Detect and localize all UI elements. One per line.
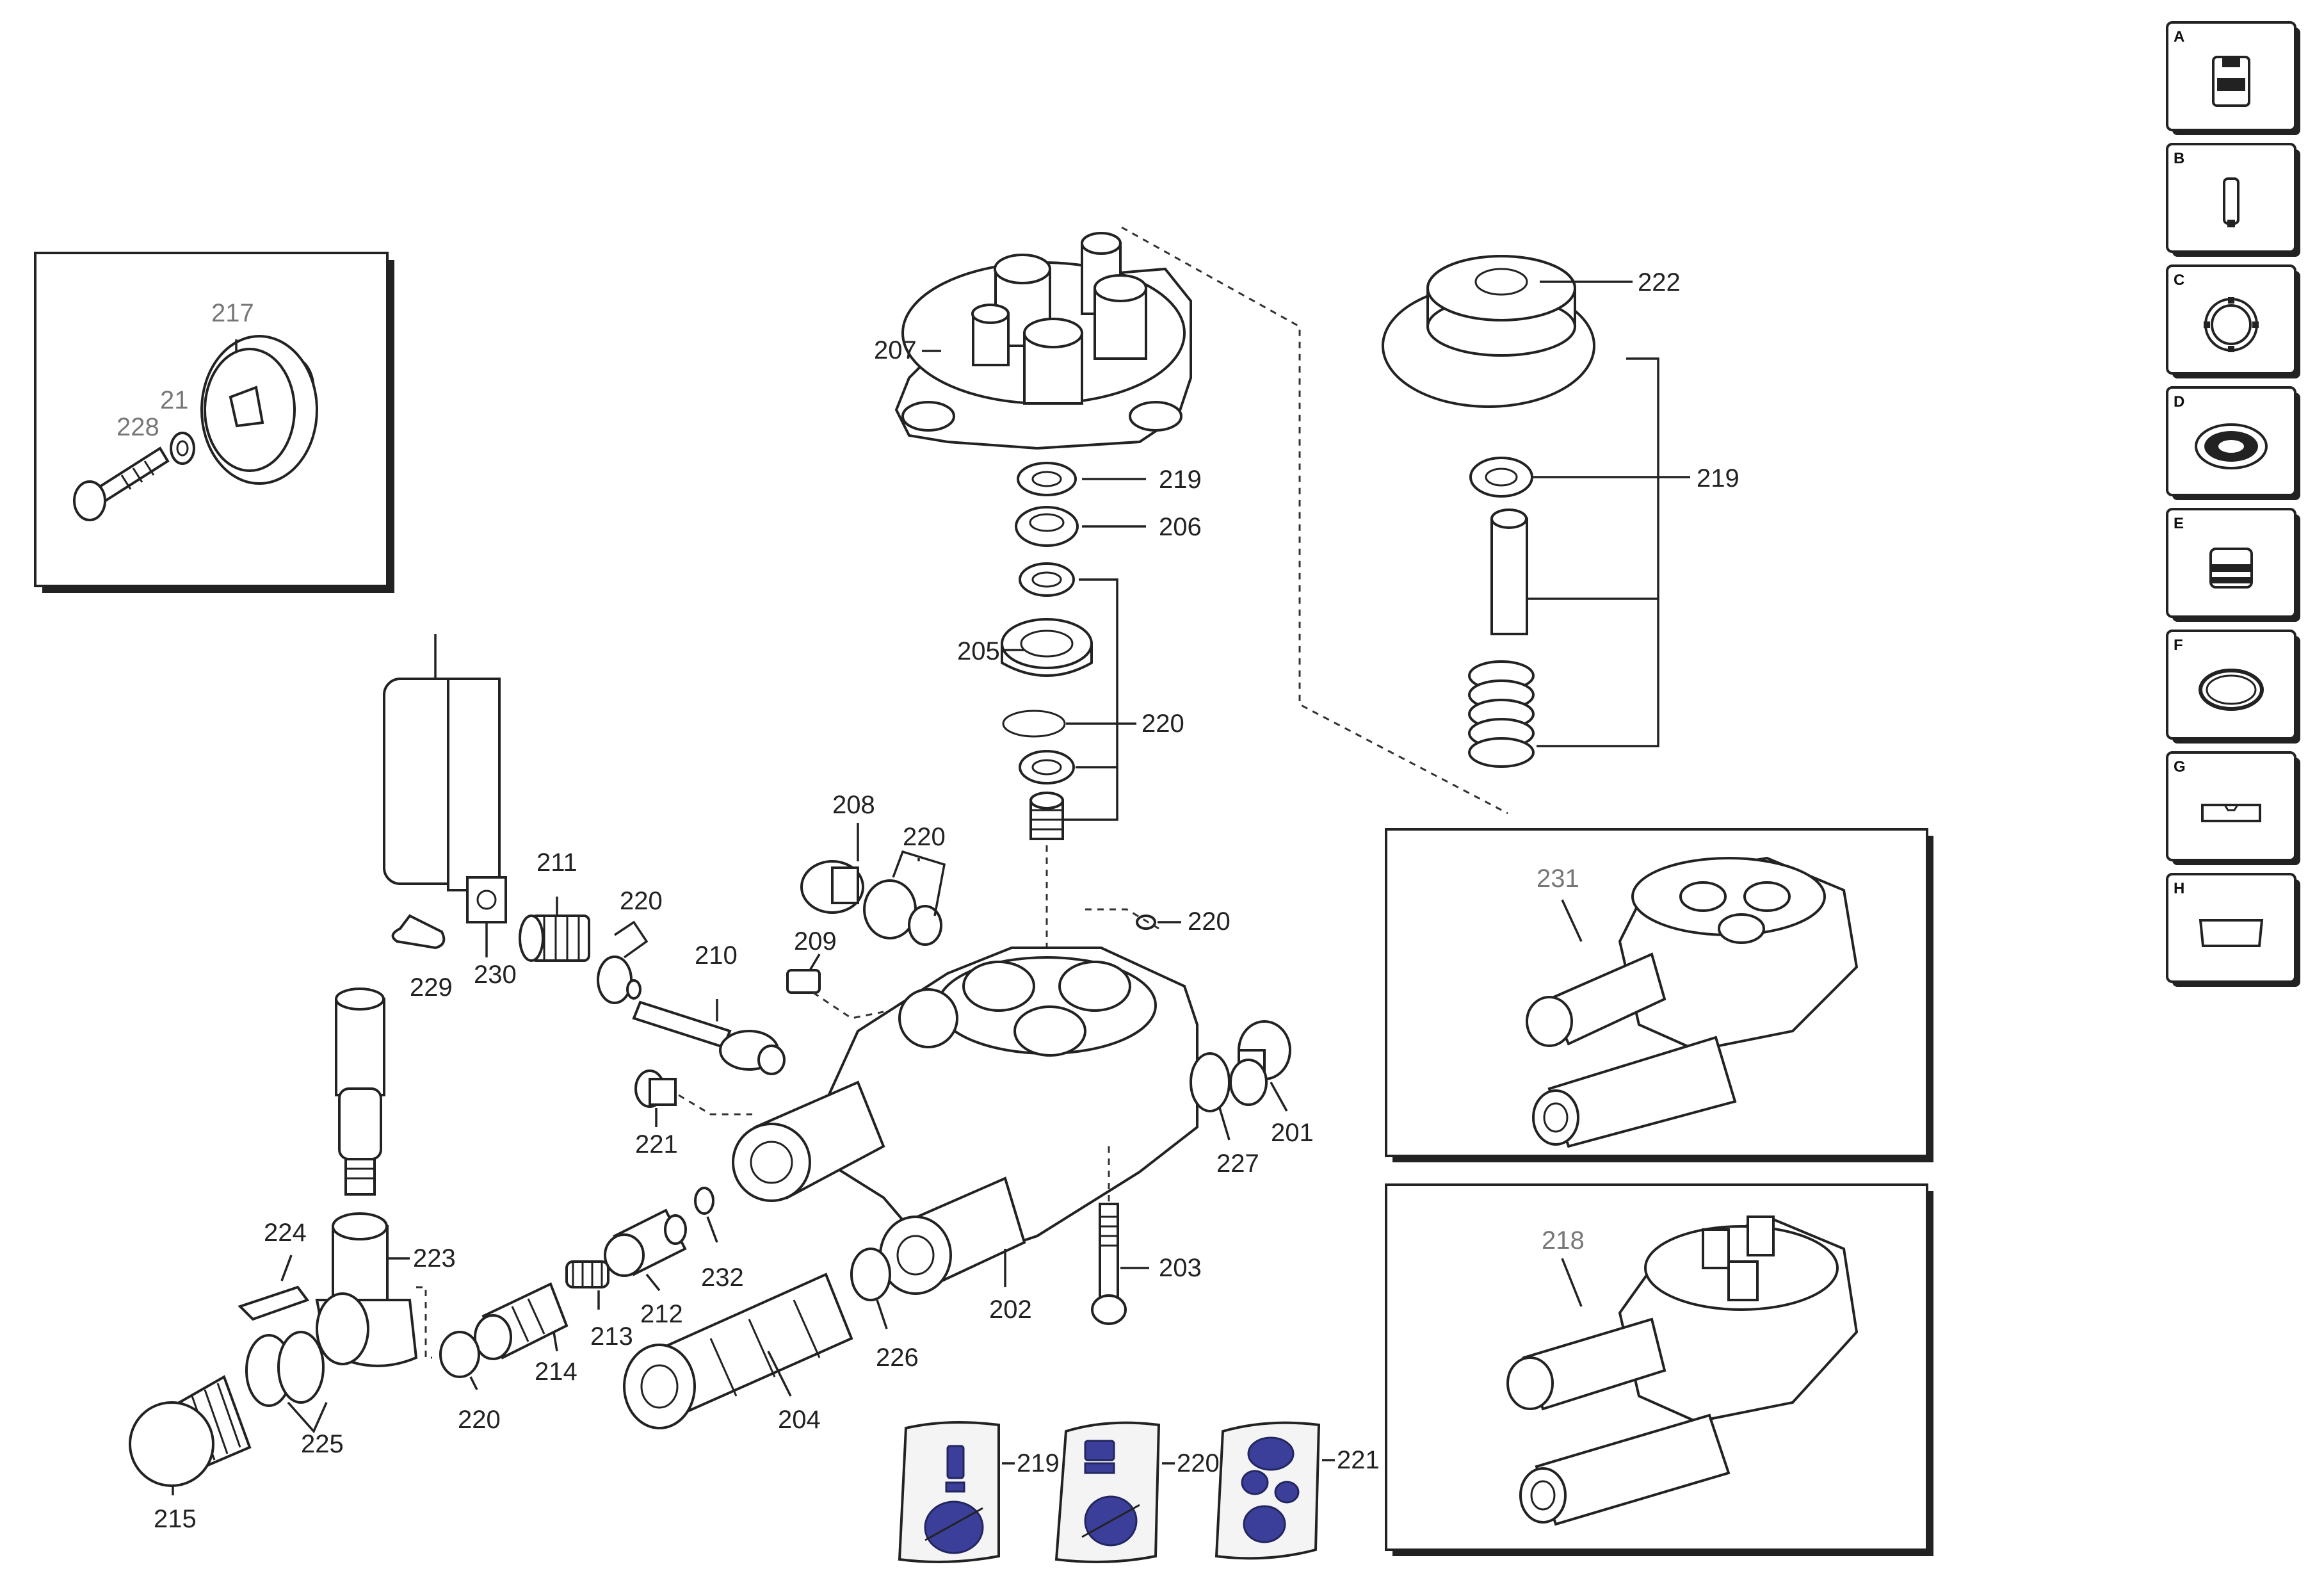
label-206: 206 <box>1159 513 1202 541</box>
label-222: 222 <box>1638 268 1681 297</box>
legend-box-f: F <box>2166 630 2300 744</box>
label-209: 209 <box>794 927 837 955</box>
legend-letter: B <box>2174 150 2184 167</box>
key-icon <box>2201 804 2261 822</box>
label-214: 214 <box>535 1358 577 1386</box>
label-219b: 219 <box>1697 464 1739 492</box>
label-203: 203 <box>1159 1254 1202 1282</box>
label-207: 207 <box>874 336 917 364</box>
legend-box-d: D <box>2166 386 2300 500</box>
o-ring-226 <box>850 1248 891 1301</box>
label-218: 218 <box>1542 1226 1585 1255</box>
label-213: 213 <box>590 1322 633 1351</box>
label-220d: 220 <box>1188 907 1231 936</box>
label-208: 208 <box>832 791 875 819</box>
inset-detail-217: 217 21 228 <box>34 252 394 593</box>
label-204: 204 <box>778 1406 821 1434</box>
spacer-214 <box>474 1282 569 1360</box>
label-230: 230 <box>474 961 517 989</box>
cap-icon <box>2209 548 2253 589</box>
label-231: 231 <box>1537 865 1579 893</box>
legend-letter: A <box>2174 28 2184 45</box>
label-232: 232 <box>701 1264 744 1292</box>
legend-letter: E <box>2174 515 2184 532</box>
label-223: 223 <box>413 1244 456 1272</box>
parts-legend: A B C D E F G H <box>2166 21 2300 987</box>
label-219a: 219 <box>1159 466 1202 494</box>
label-221a: 221 <box>635 1130 678 1158</box>
plug-201 <box>1190 1020 1291 1112</box>
legend-letter: H <box>2174 880 2184 897</box>
seal-icon <box>2195 423 2268 469</box>
pump-head-207 <box>894 232 1192 450</box>
manifold-202 <box>732 947 1198 1295</box>
label-227: 227 <box>1216 1150 1259 1178</box>
kit-bag-219 <box>898 1421 1000 1563</box>
label-226: 226 <box>876 1344 919 1372</box>
label-202: 202 <box>989 1296 1032 1324</box>
label-224: 224 <box>264 1219 307 1247</box>
legend-letter: F <box>2174 637 2183 654</box>
quick-connect-fitting-icon <box>2212 56 2250 107</box>
legend-box-g: G <box>2166 751 2300 865</box>
label-205: 205 <box>957 637 1000 665</box>
label-228: 228 <box>117 413 159 441</box>
label-225: 225 <box>301 1430 344 1458</box>
label-220a: 220 <box>1142 710 1184 738</box>
label-21x: 21 <box>160 386 189 414</box>
pin-icon <box>2223 177 2239 227</box>
label-210: 210 <box>695 941 738 970</box>
label-219c: 219 <box>1017 1449 1060 1477</box>
inset-assembly-218 <box>1385 1183 1933 1556</box>
bolt-203 <box>1091 1203 1127 1325</box>
spring-209 <box>786 969 821 994</box>
filter-204 <box>623 1272 853 1429</box>
legend-letter: C <box>2174 272 2184 289</box>
label-220e: 220 <box>458 1406 501 1434</box>
legend-letter: D <box>2174 393 2184 410</box>
legend-box-e: E <box>2166 508 2300 622</box>
label-220f: 220 <box>1177 1449 1220 1477</box>
kit-bag-221 <box>1214 1421 1321 1560</box>
label-229: 229 <box>410 973 453 1002</box>
legend-box-a: A <box>2166 21 2300 135</box>
inlet-hose-223 <box>315 988 418 1367</box>
fitting-211 <box>519 914 642 1004</box>
plug-208 <box>800 860 942 946</box>
o-ring-232 <box>694 1187 714 1215</box>
o-ring-icon <box>2199 669 2264 711</box>
legend-letter: G <box>2174 758 2186 776</box>
legend-box-b: B <box>2166 143 2300 257</box>
retaining-ring-icon <box>2204 297 2259 352</box>
legend-box-c: C <box>2166 264 2300 378</box>
inlet-fitting-215 <box>129 1375 252 1487</box>
label-217: 217 <box>211 299 254 327</box>
label-220b: 220 <box>620 887 663 915</box>
inset-assembly-231 <box>1385 828 1933 1162</box>
kit-bag-220 <box>1054 1421 1161 1563</box>
legend-box-h: H <box>2166 873 2300 987</box>
plug-221 <box>634 1069 677 1108</box>
o-ring-220 <box>1136 914 1156 930</box>
o-ring-225b <box>277 1331 325 1404</box>
clip-224 <box>238 1285 310 1321</box>
seal-stack <box>1001 462 1093 840</box>
valve-stem-210 <box>632 1000 786 1075</box>
unloader-assembly <box>383 634 507 950</box>
spring-213 <box>565 1260 609 1288</box>
label-212: 212 <box>640 1300 683 1328</box>
label-220c: 220 <box>903 823 946 851</box>
valve-stack-222 <box>1382 255 1595 768</box>
gasket-icon <box>2199 919 2264 947</box>
label-201: 201 <box>1271 1119 1314 1147</box>
piston-212 <box>604 1208 687 1277</box>
label-211: 211 <box>537 849 577 877</box>
label-221b: 221 <box>1337 1446 1380 1474</box>
label-215: 215 <box>154 1505 197 1533</box>
o-ring-220-left <box>439 1331 480 1378</box>
